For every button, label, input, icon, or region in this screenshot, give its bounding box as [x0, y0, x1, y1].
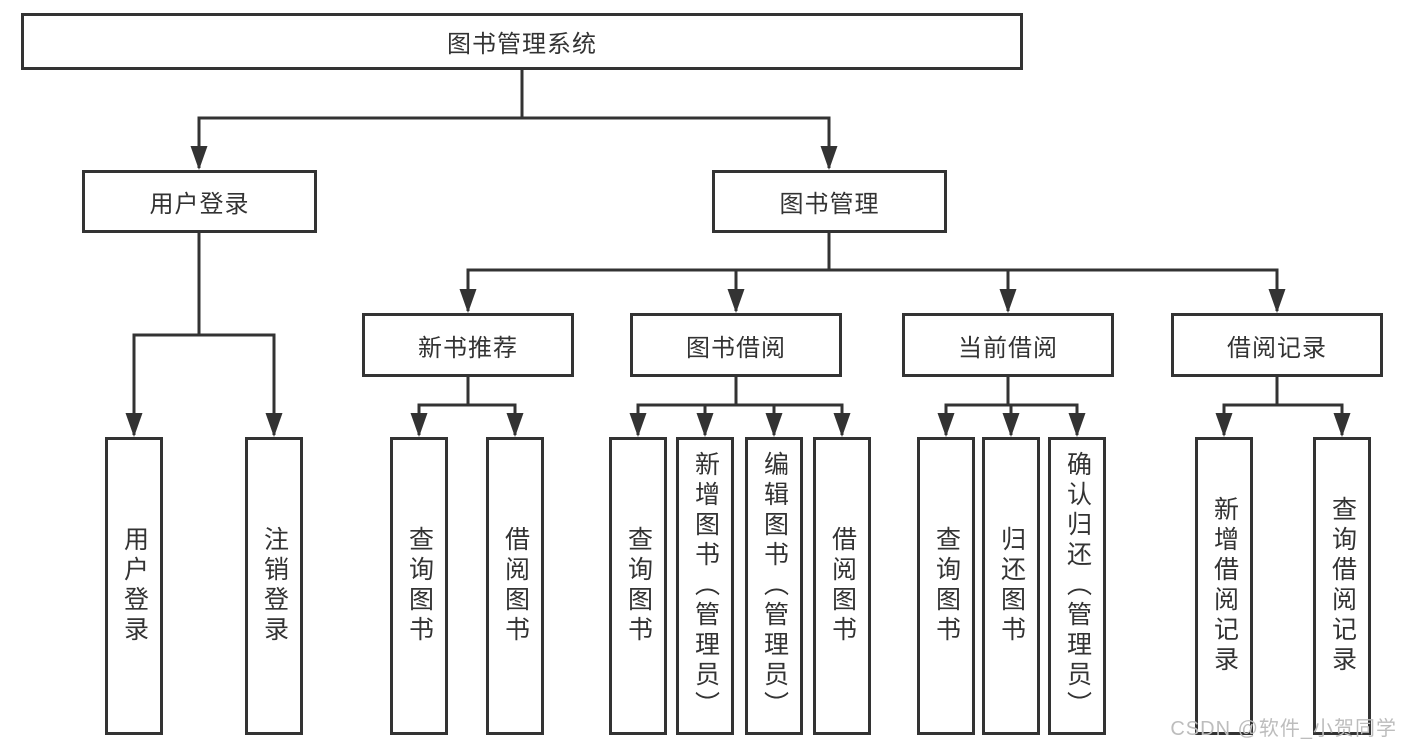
csdn-watermark: CSDN @软件_小贺同学	[1170, 718, 1397, 740]
leaf-logout: 注销登录	[245, 437, 303, 735]
node-library-management-system: 图书管理系统	[21, 13, 1023, 70]
leaf-borrow-books: 借阅图书	[813, 437, 871, 735]
node-new-book-recommend: 新书推荐	[362, 313, 574, 377]
node-user-login: 用户登录	[82, 170, 317, 233]
leaf-recommend-query-books: 查询图书	[390, 437, 448, 735]
leaf-confirm-return-admin: 确认归还（管理员）	[1048, 437, 1106, 735]
leaf-current-query-books: 查询图书	[917, 437, 975, 735]
leaf-add-book-admin: 新增图书（管理员）	[676, 437, 734, 735]
leaf-return-books: 归还图书	[982, 437, 1040, 735]
leaf-recommend-borrow-books: 借阅图书	[486, 437, 544, 735]
leaf-edit-book-admin: 编辑图书（管理员）	[745, 437, 803, 735]
node-book-management: 图书管理	[712, 170, 947, 233]
node-book-borrow: 图书借阅	[630, 313, 842, 377]
node-borrow-records: 借阅记录	[1171, 313, 1383, 377]
leaf-query-borrow-record: 查询借阅记录	[1313, 437, 1371, 735]
node-current-borrow: 当前借阅	[902, 313, 1114, 377]
leaf-user-login: 用户登录	[105, 437, 163, 735]
leaf-borrow-query-books: 查询图书	[609, 437, 667, 735]
leaf-add-borrow-record: 新增借阅记录	[1195, 437, 1253, 735]
